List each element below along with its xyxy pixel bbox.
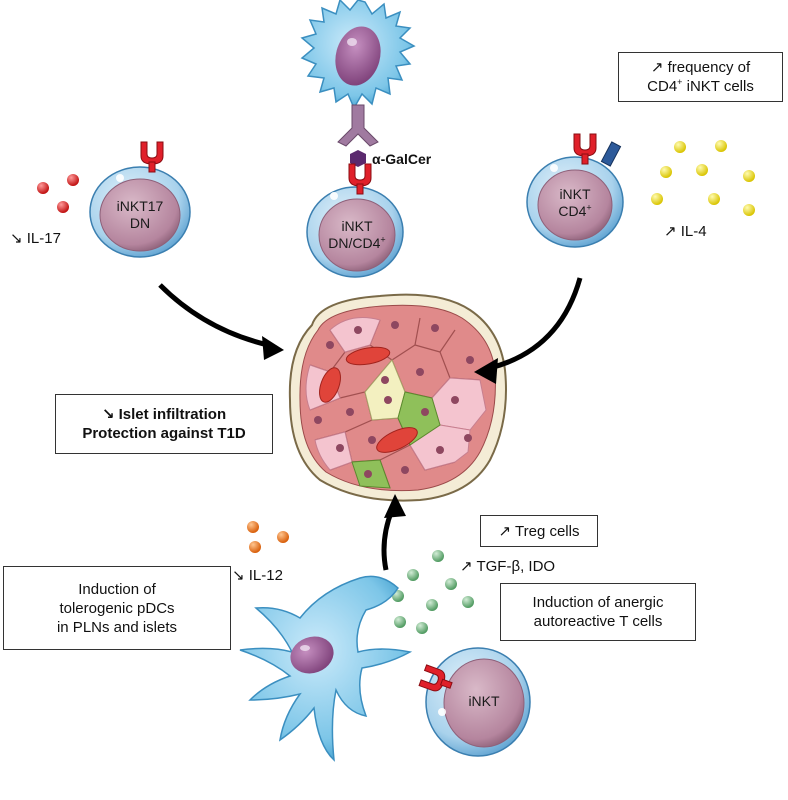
pdc-induction-line1: Induction of xyxy=(78,580,156,598)
arrow-up-icon xyxy=(381,509,395,571)
arrow-icon xyxy=(158,283,269,348)
inkt-bottom-cell-label: iNKT xyxy=(452,693,516,710)
treg-text: ↗ Treg cells xyxy=(498,522,580,540)
anergic-induction-box: Induction of anergic autoreactive T cell… xyxy=(500,583,696,641)
arrow-up-head-icon xyxy=(384,494,406,518)
tolerogenic-pdc-icon xyxy=(239,575,413,762)
il4-label: ↗ IL-4 xyxy=(664,223,707,240)
inkt-bottom-cell-line1: iNKT xyxy=(468,693,500,709)
pdc-induction-line3: in PLNs and islets xyxy=(56,618,178,636)
cd4-frequency-line2-pre: CD4 xyxy=(647,78,678,95)
inkt17-cell-label: iNKT17 DN xyxy=(100,198,180,232)
inkt-cd4-cell-icon xyxy=(526,133,624,248)
treg-box: ↗ Treg cells xyxy=(480,515,598,547)
inkt-cd4-cell-line1: iNKT xyxy=(559,186,591,202)
cd4-frequency-box: ↗ frequency of CD4+ iNKT cells xyxy=(618,52,783,102)
inkt-center-cell-line1: iNKT xyxy=(341,218,373,234)
galcer-hexagon-icon xyxy=(350,150,366,167)
anergic-induction-line2: autoreactive T cells xyxy=(533,613,663,630)
il12-cytokine-dots xyxy=(247,521,289,553)
galcer-label: α-GalCer xyxy=(372,151,432,167)
pdc-induction-box: Induction of tolerogenic pDCs in PLNs an… xyxy=(3,566,231,650)
cd4-frequency-line2-sup: + xyxy=(677,77,683,87)
cd4-frequency-line2: CD4+ iNKT cells xyxy=(647,77,754,96)
mhc-presenting-molecule-icon xyxy=(337,104,379,147)
islet-icon xyxy=(288,293,507,502)
arrow-right-icon xyxy=(489,277,583,371)
arrow-right-head-icon xyxy=(474,358,498,384)
anergic-induction-line1: Induction of anergic xyxy=(532,594,664,611)
inkt-cd4-cell-label: iNKT CD4+ xyxy=(540,186,610,220)
inkt17-cell-line1: iNKT17 xyxy=(116,198,164,214)
inkt17-cell-icon xyxy=(89,141,191,258)
dendritic-cell-icon xyxy=(300,0,416,110)
cd4-frequency-line1: ↗ frequency of xyxy=(650,59,751,76)
inkt-center-cell-line2: DN/CD4+ xyxy=(315,235,399,252)
arrow-left-head-icon xyxy=(262,336,284,360)
inkt-center-cell-label: iNKT DN/CD4+ xyxy=(315,218,399,252)
inkt-bottom-cell-icon xyxy=(418,647,531,757)
inkt-center-cell-icon xyxy=(306,163,404,278)
cd4-coreceptor-icon xyxy=(600,141,622,167)
il17-cytokine-dots xyxy=(37,174,79,213)
inkt17-cell-line2: DN xyxy=(129,215,151,231)
islet-protection-box: ↘ Islet infiltration Protection against … xyxy=(55,394,273,454)
islet-protection-line1: ↘ Islet infiltration xyxy=(101,406,227,423)
il17-label: ↘ IL-17 xyxy=(10,230,61,247)
il4-cytokine-dots xyxy=(651,140,755,216)
inkt-center-cell-line2-text: DN/CD4 xyxy=(328,235,381,251)
inkt-center-cell-line2-sup: + xyxy=(380,234,386,245)
il12-label: ↘ IL-12 xyxy=(232,567,283,584)
pdc-induction-line2: tolerogenic pDCs xyxy=(59,599,175,617)
tgf-ido-label: ↗ TGF-β, IDO xyxy=(460,558,556,575)
inkt-cd4-cell-line2-sup: + xyxy=(586,202,592,213)
islet-protection-line2: Protection against T1D xyxy=(82,425,246,442)
cd4-frequency-line2-post: iNKT cells xyxy=(682,78,754,95)
inkt-cd4-cell-line2-text: CD4 xyxy=(558,203,587,219)
inkt-cd4-cell-line2: CD4+ xyxy=(540,203,610,220)
